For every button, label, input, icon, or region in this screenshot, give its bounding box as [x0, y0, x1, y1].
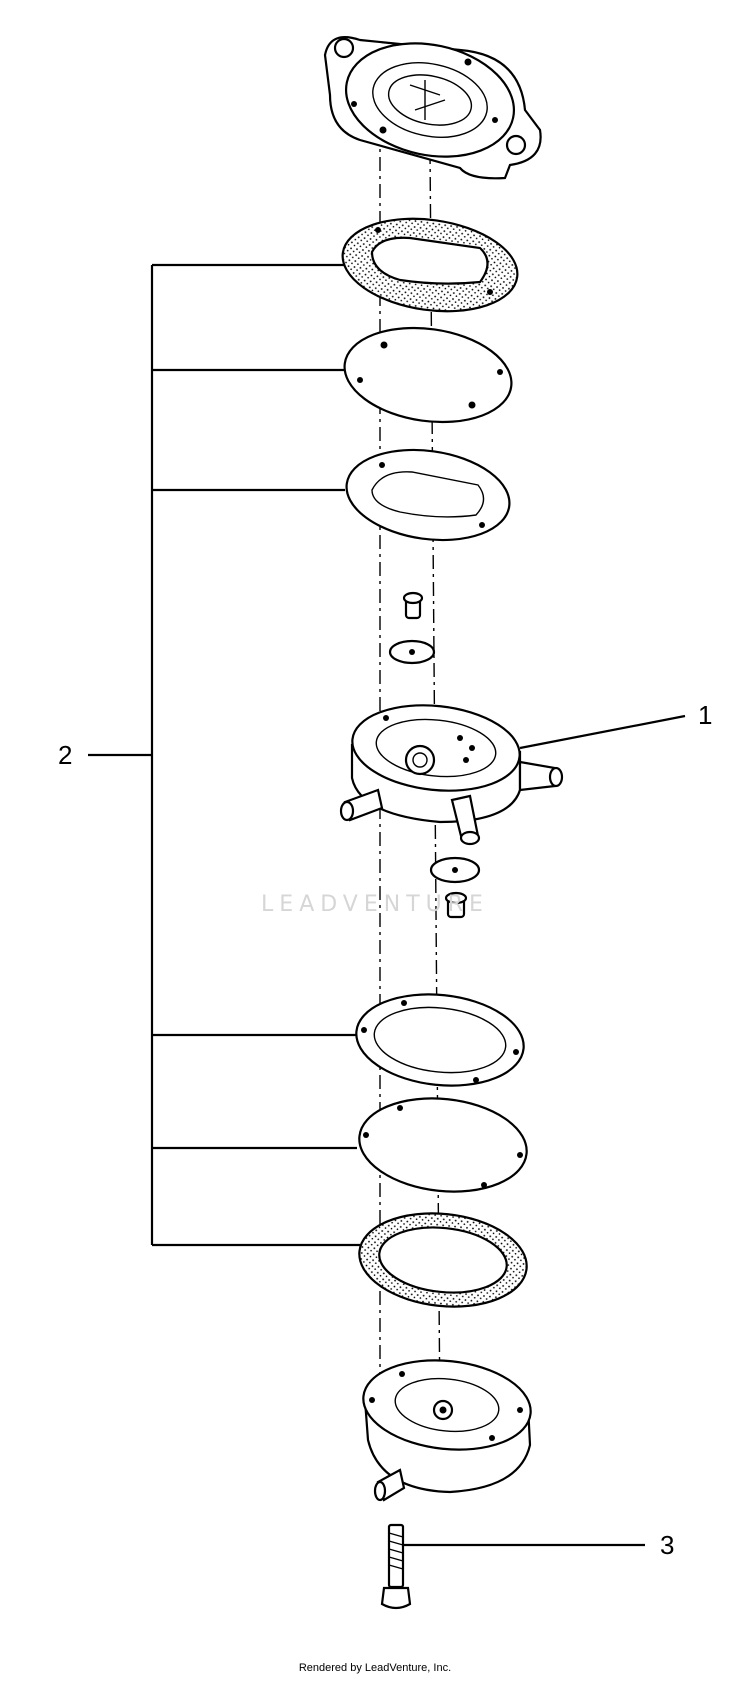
gasket-lower-1 — [355, 993, 525, 1087]
upper-check-valve — [388, 591, 436, 665]
gasket-upper-2 — [345, 448, 511, 542]
callout-3: 3 — [660, 1530, 674, 1560]
gasket-lower-2 — [358, 1212, 528, 1308]
diaphragm-lower — [358, 1097, 528, 1193]
lower-check-valve — [429, 856, 481, 919]
diaphragm-upper — [343, 326, 513, 424]
callout-1: 1 — [698, 700, 712, 730]
watermark: LEADVENTURE — [261, 892, 489, 917]
top-cover — [323, 36, 542, 180]
footer-credit: Rendered by LeadVenture, Inc. — [298, 1662, 452, 1674]
pump-body — [339, 704, 564, 846]
bottom-cover — [362, 1359, 532, 1502]
callout-leaders — [88, 263, 686, 1547]
screw — [380, 1523, 412, 1610]
gasket-upper-1 — [341, 217, 519, 313]
callout-2: 2 — [58, 740, 72, 770]
